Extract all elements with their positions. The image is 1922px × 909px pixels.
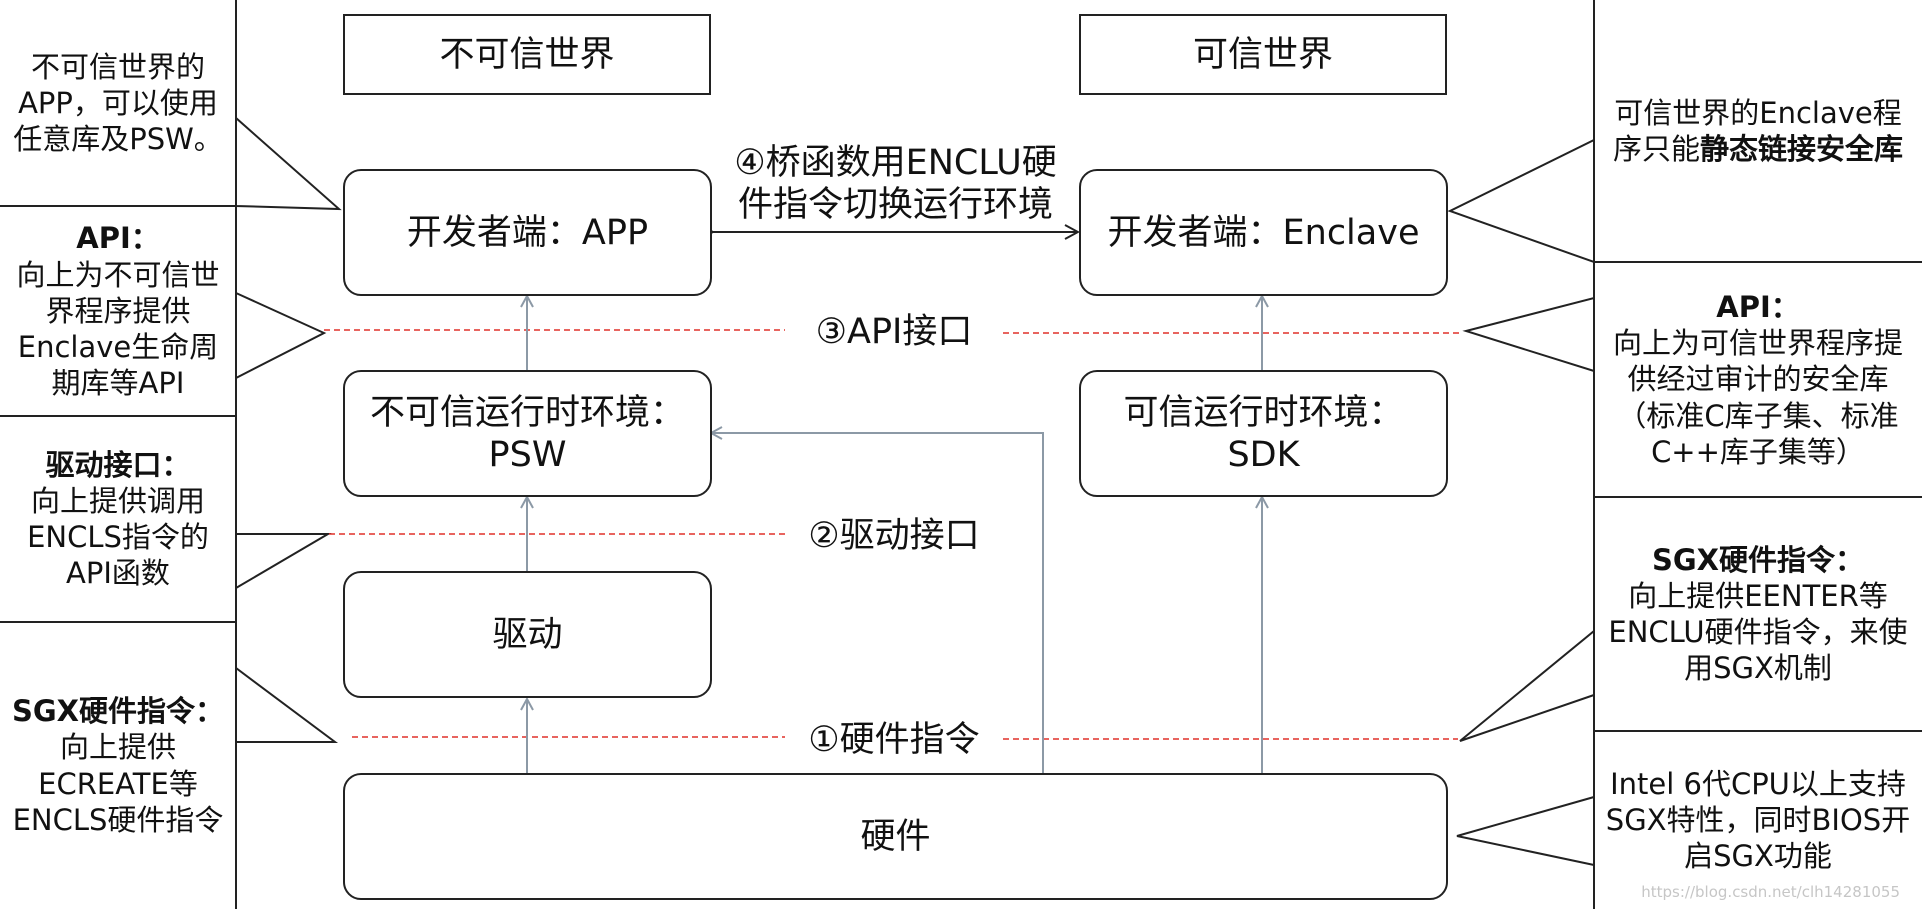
right-note-enclave-body-plain: 可信世界的Enclave程序只能 [1612,95,1902,166]
bridge-label: ④桥函数用ENCLU硬 件指令切换运行环境 [720,140,1071,228]
right-note-api: API： 向上为可信世界程序提供经过审计的安全库（标准C库子集、标准C++库子集… [1594,262,1922,497]
psw-node: 不可信运行时环境： PSW [343,370,712,497]
right-note-api-title: API： [1716,289,1800,324]
arrow-hw-to-psw [711,433,1044,773]
bridge-label-line1: ④桥函数用ENCLU硬 [734,143,1057,183]
callout-pointer [1462,296,1595,373]
left-note-sgx-body: 向上提供ECREATE等ENCLS硬件指令 [12,730,224,837]
left-note-api-body: 向上为不可信世界程序提供Enclave生命周期库等API [16,257,220,401]
callout-pointer [1456,795,1595,867]
sdk-node-label-line2: SDK [1227,434,1300,475]
right-note-sgx-body: 向上提供EENTER等ENCLU硬件指令，来使用SGX机制 [1608,578,1908,686]
sdk-node-label-line1: 可信运行时环境： [1123,392,1404,433]
enclave-node: 开发者端：Enclave [1079,169,1448,296]
right-note-enclave-body: 可信世界的Enclave程序只能静态链接安全库 [1600,95,1916,168]
right-note-cpu-body: Intel 6代CPU以上支持SGX特性，同时BIOS开启SGX功能 [1605,766,1911,874]
callout-pointer [1447,138,1595,264]
untrusted-world-header: 不可信世界 [343,14,711,95]
psw-node-label-line2: PSW [488,434,567,475]
sdk-node: 可信运行时环境： SDK [1079,370,1448,497]
trusted-world-header: 可信世界 [1079,14,1447,95]
right-note-enclave: 可信世界的Enclave程序只能静态链接安全库 [1594,0,1922,262]
left-note-sgx-title: SGX硬件指令： [11,694,225,728]
right-note-api-body: 向上为可信世界程序提供经过审计的安全库（标准C库子集、标准C++库子集等） [1612,326,1903,469]
hardware-node: 硬件 [343,773,1448,900]
right-note-sgx: SGX硬件指令： 向上提供EENTER等ENCLU硬件指令，来使用SGX机制 [1594,497,1922,731]
driver-node: 驱动 [343,571,712,698]
right-note-enclave-body-bold: 静态链接安全库 [1700,132,1904,166]
callout-pointer [235,666,339,743]
left-note-driver-body: 向上提供调用ENCLS指令的API函数 [27,483,209,591]
hardware-node-label: 硬件 [860,816,931,857]
psw-node-label-line1: 不可信运行时环境： [369,392,685,433]
driver-node-label: 驱动 [492,614,563,655]
hw-instruction-label: ①硬件指令 [808,720,980,760]
callout-pointer [235,291,327,380]
enclave-node-label: 开发者端：Enclave [1107,212,1420,253]
left-note-driver-title: 驱动接口： [45,447,191,482]
watermark: https://blog.csdn.net/clh14281055 [1641,883,1900,901]
app-node-label: 开发者端：APP [406,212,649,253]
app-node: 开发者端：APP [343,169,712,296]
driver-interface-label: ②驱动接口 [808,516,980,556]
right-note-cpu: Intel 6代CPU以上支持SGX特性，同时BIOS开启SGX功能 [1594,731,1922,909]
left-note-driver: 驱动接口： 向上提供调用ENCLS指令的API函数 [0,416,236,622]
right-note-sgx-title: SGX硬件指令： [1651,542,1865,577]
left-note-app-body: 不可信世界的APP，可以使用任意库及PSW。 [13,49,223,157]
left-note-api: API： 向上为不可信世界程序提供Enclave生命周期库等API [0,206,236,416]
callout-pointer [235,115,342,211]
api-interface-label: ③API接口 [815,312,973,352]
left-note-sgx: SGX硬件指令： 向上提供ECREATE等ENCLS硬件指令 [0,622,236,909]
left-note-app: 不可信世界的APP，可以使用任意库及PSW。 [0,0,236,206]
left-note-api-title: API： [76,221,160,256]
callout-pointer [1459,628,1595,742]
bridge-label-line2: 件指令切换运行环境 [737,185,1053,225]
callout-pointer [235,533,332,590]
